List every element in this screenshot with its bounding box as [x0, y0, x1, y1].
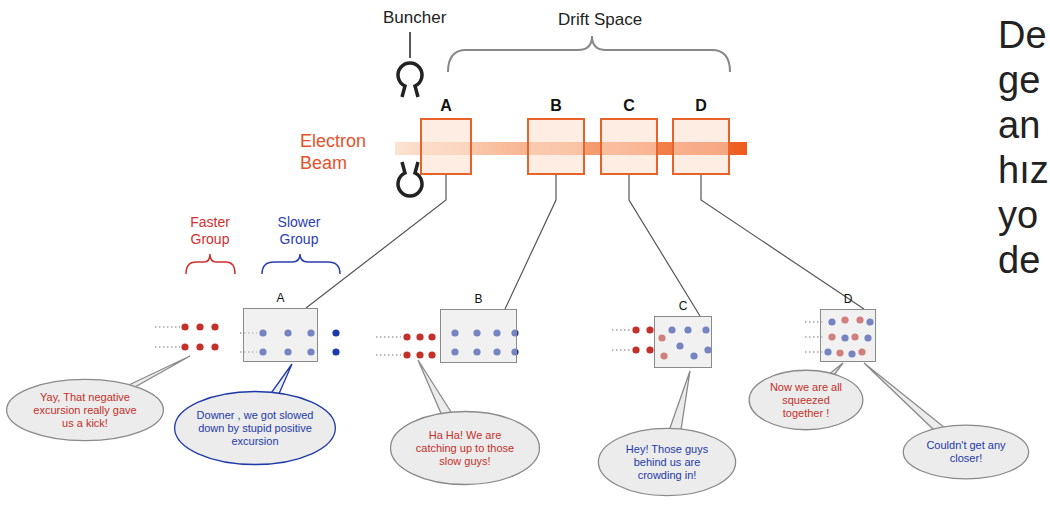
- position-letter: C: [602, 97, 656, 115]
- fast-electron: [428, 351, 435, 358]
- bubble-text: Downer , we got slowed down by stupid po…: [196, 409, 314, 448]
- motion-trail: [155, 346, 180, 347]
- diagram-label: Buncher: [383, 8, 446, 28]
- slow-electron: [332, 329, 339, 336]
- fast-electron: [403, 351, 410, 358]
- position-letter: A: [244, 291, 317, 305]
- speech-bubble: Now we are all squeezed together !: [748, 369, 864, 431]
- fast-electron: [403, 333, 410, 340]
- slide-text: yo: [998, 194, 1038, 237]
- speech-bubble: Couldn't get any closer!: [902, 424, 1030, 480]
- buncher-cavity-top: [398, 63, 422, 97]
- buncher-cavity-bottom: [398, 162, 422, 196]
- speech-bubble: Yay, That negative excursion really gave…: [5, 378, 165, 442]
- motion-trail: [612, 329, 630, 330]
- faster-group-bracket: [186, 254, 235, 274]
- slide-text: De: [998, 14, 1047, 57]
- position-letter: D: [821, 292, 875, 306]
- bubble-ellipse: [391, 412, 540, 485]
- leader-line: [701, 175, 864, 309]
- leader-line: [629, 175, 700, 316]
- diagram-label: Slower Group: [266, 214, 332, 248]
- slow-electron: [332, 348, 339, 355]
- snapshot-box: B: [440, 309, 517, 363]
- slide-text: ge: [998, 59, 1040, 102]
- slower-group-bracket: [262, 254, 340, 274]
- fast-electron: [632, 346, 639, 353]
- motion-trail: [376, 354, 401, 355]
- fast-electron: [211, 343, 218, 350]
- slide-text: de: [998, 239, 1040, 282]
- bubble-text: Yay, That negative excursion really gave…: [28, 391, 143, 430]
- position-letter: A: [422, 97, 470, 115]
- bubble-ellipse: [7, 379, 164, 440]
- leader-line: [306, 175, 446, 308]
- slide-text: an: [998, 104, 1040, 147]
- speech-bubble: Ha Ha! We are catching up to those slow …: [389, 410, 541, 486]
- bubble-ellipse: [175, 392, 336, 465]
- slide-text: hız: [998, 149, 1049, 192]
- drift-cavity: C: [600, 118, 658, 175]
- position-letter: B: [529, 97, 583, 115]
- fast-electron: [211, 323, 218, 330]
- bubble-ellipse: [903, 425, 1028, 479]
- bubble-text: Ha Ha! We are catching up to those slow …: [411, 429, 520, 468]
- snapshot-box: A: [243, 308, 318, 362]
- position-letter: B: [441, 292, 516, 306]
- bubble-text: Hey! Those guys behind us are crowding i…: [617, 443, 718, 482]
- fast-electron: [646, 326, 653, 333]
- fast-electron: [181, 343, 188, 350]
- fast-electron: [632, 326, 639, 333]
- bubble-text: Couldn't get any closer!: [920, 439, 1012, 465]
- motion-trail: [612, 349, 630, 350]
- bubble-ellipse: [598, 428, 735, 495]
- fast-electron: [416, 333, 423, 340]
- diagram-label: Drift Space: [558, 10, 642, 30]
- fast-electron: [416, 351, 423, 358]
- position-letter: C: [655, 299, 711, 313]
- drift-space-brace: [448, 36, 730, 72]
- diagram-label: Electron Beam: [300, 130, 388, 174]
- snapshot-box: D: [820, 309, 876, 362]
- leader-line: [505, 175, 556, 309]
- snapshot-box: C: [654, 316, 712, 368]
- drift-cavity: A: [420, 118, 472, 175]
- drift-cavity: D: [672, 118, 730, 175]
- fast-electron: [646, 346, 653, 353]
- drift-cavity: B: [527, 118, 585, 175]
- bubble-text: Now we are all squeezed together !: [764, 381, 848, 420]
- speech-bubble: Hey! Those guys behind us are crowding i…: [597, 427, 737, 497]
- speech-bubble: Downer , we got slowed down by stupid po…: [173, 390, 337, 466]
- motion-trail: [155, 326, 180, 327]
- position-letter: D: [674, 97, 728, 115]
- fast-electron: [181, 323, 188, 330]
- bubble-ellipse: [749, 370, 863, 430]
- buncher-leader: [409, 32, 411, 58]
- fast-electron: [196, 323, 203, 330]
- motion-trail: [376, 336, 401, 337]
- fast-electron: [196, 343, 203, 350]
- diagram-label: Faster Group: [178, 214, 242, 248]
- fast-electron: [428, 333, 435, 340]
